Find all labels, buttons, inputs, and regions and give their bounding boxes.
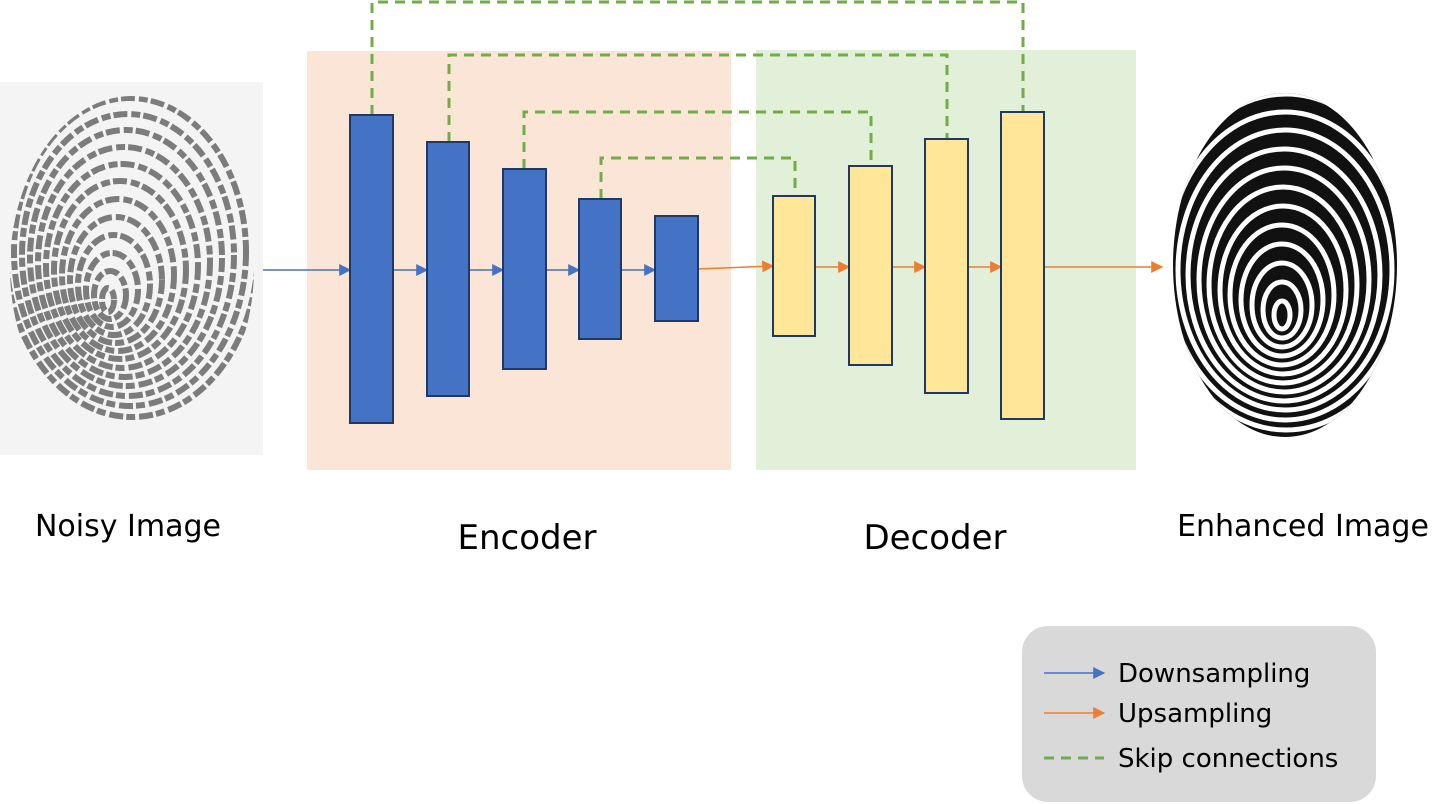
decoder-blocks [772,111,1045,420]
noisy-fingerprint-image [0,82,263,455]
upsampling-arrows [697,260,1164,273]
encoder-block-4 [578,198,622,340]
decoder-block-4 [1000,111,1045,420]
encoder-label: Encoder [457,518,596,558]
decoder-label: Decoder [863,518,1006,558]
legend-skip-label: Skip connections [1118,744,1338,774]
arrow-enc5-to-dec1 [697,260,775,273]
noisy-image-label: Noisy Image [35,509,221,544]
legend-downsampling-label: Downsampling [1118,659,1310,689]
encoder-block-1 [349,114,394,424]
skip-connection-1 [370,0,1025,115]
skip-connection-4 [599,156,797,199]
enhanced-image-label: Enhanced Image [1177,509,1429,544]
decoder-block-3 [924,138,969,394]
skip-connection-3 [522,110,873,169]
decoder-block-2 [848,165,893,366]
enhanced-fingerprint-image [1173,93,1397,437]
encoder-block-3 [502,168,547,370]
encoder-block-2 [426,141,470,397]
encoder-blocks [349,114,699,424]
legend-upsampling-label: Upsampling [1118,699,1272,729]
legend: Downsampling Upsampling Skip connections [1022,626,1376,802]
legend-box [1022,626,1376,802]
skip-connections [370,0,1025,199]
skip-connection-2 [447,53,949,142]
decoder-block-1 [772,195,816,337]
encoder-block-5 [654,215,699,322]
